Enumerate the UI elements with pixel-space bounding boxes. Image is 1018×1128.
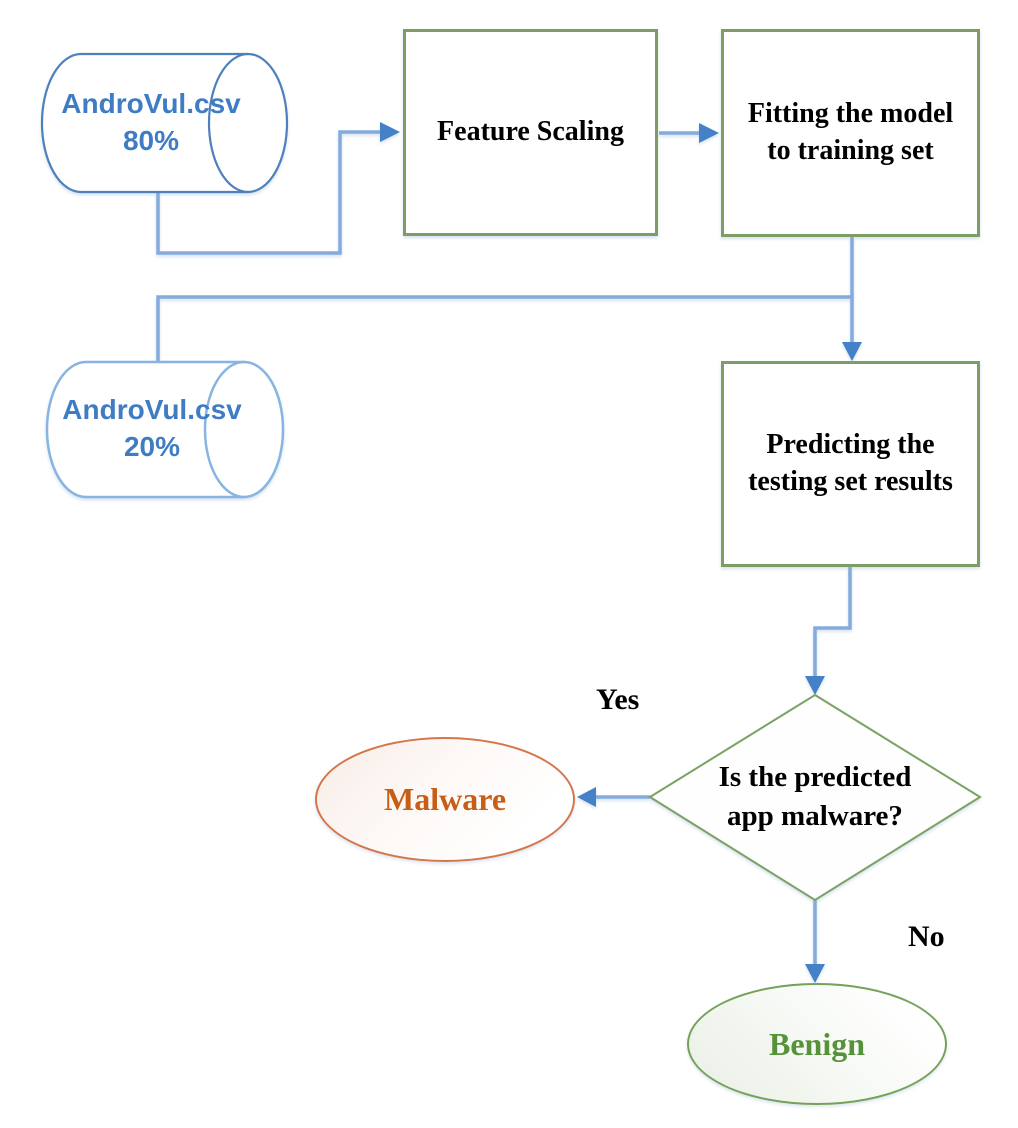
- arrowhead-into-malware: [577, 787, 596, 807]
- edge-label-yes: Yes: [596, 683, 640, 716]
- process-node-feature-scaling: Feature Scaling: [403, 29, 658, 236]
- arrowhead-into-featurescaling: [380, 122, 400, 142]
- arrowhead-into-benign: [805, 964, 825, 983]
- decision-node-label: Is the predicted app malware?: [718, 760, 912, 832]
- process-node-label: Predicting the testing set results: [748, 429, 953, 497]
- connector-testdata-branch: [156, 295, 852, 362]
- terminal-node-label: Benign: [768, 1025, 866, 1062]
- cylinder-node-test-data-label: AndroVul.csv 20%: [62, 394, 242, 462]
- edge-label-no: No: [908, 920, 945, 953]
- terminal-node-label: Malware: [383, 781, 507, 817]
- process-node-label: Feature Scaling: [437, 116, 624, 148]
- terminal-node-malware: Malware: [315, 737, 575, 862]
- process-node-predicting-results: Predicting the testing set results: [721, 361, 980, 567]
- terminal-node-benign: Benign: [687, 983, 947, 1105]
- cylinder-node-train-data-label: AndroVul.csv 80%: [61, 88, 241, 156]
- process-node-fitting-model: Fitting the model to training set: [721, 29, 980, 237]
- connector-predicting-to-decision: [813, 567, 852, 677]
- process-node-label: Fitting the model to training set: [747, 98, 954, 166]
- arrowhead-into-fitting: [699, 123, 719, 143]
- arrowhead-into-predicting: [842, 342, 862, 361]
- arrowhead-into-decision: [805, 676, 825, 695]
